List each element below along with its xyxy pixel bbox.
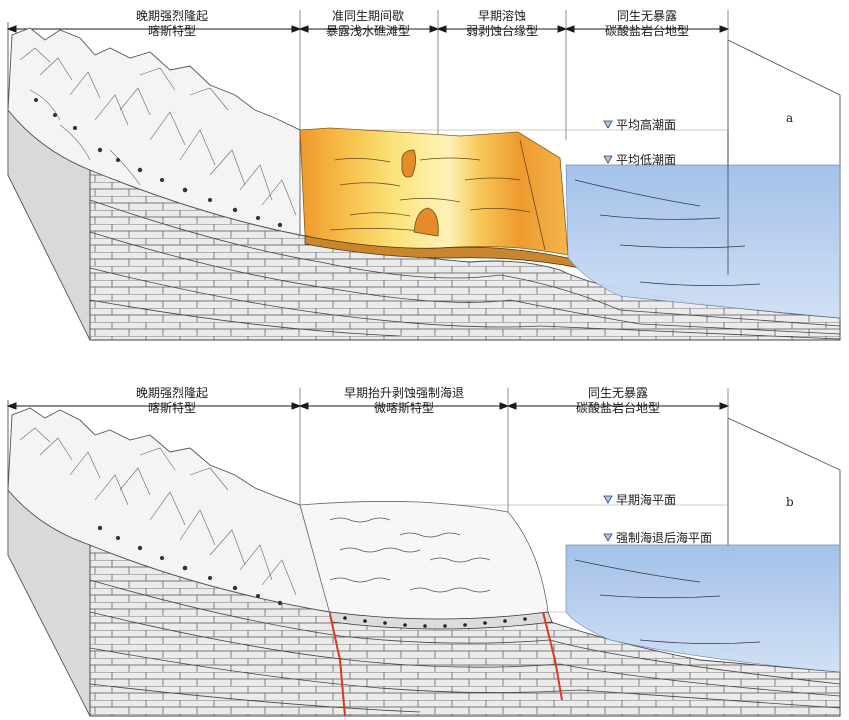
zone-b2-line1: 早期抬升剥蚀强制海退 — [344, 385, 464, 400]
bedding-lines-b — [89, 579, 841, 713]
micro-karst-dots-b — [343, 616, 527, 628]
zone-b3-line2: 碳酸盐岩台地型 — [576, 400, 660, 415]
zone-dividers-b — [299, 388, 729, 515]
zone-dividers-a — [299, 10, 729, 140]
water-lines-a — [574, 130, 761, 286]
zone-dimension-line-a — [6, 25, 730, 33]
zone-labels-b: 晚期强烈隆起 喀斯特型 早期抬升剥蚀强制海退 微喀斯特型 同生无暴露 碳酸盐岩台… — [136, 385, 660, 415]
zone-b1-line1: 晚期强烈隆起 — [136, 385, 208, 400]
zone-a3-line1: 早期溶蚀 — [478, 8, 526, 23]
karst-uplift-a — [7, 27, 301, 236]
level-label-forced-regression: 强制海退后海平面 — [616, 530, 712, 545]
level-triangle-icon — [603, 533, 613, 542]
zone-a3-line2: 弱剥蚀台缘型 — [466, 23, 538, 38]
sea-water-b — [565, 544, 841, 673]
zone-a4-line1: 同生无暴露 — [617, 9, 677, 23]
zone-a1-line1: 晚期强烈隆起 — [136, 8, 208, 23]
water-lines-b — [574, 559, 761, 644]
panel-label-b: b — [786, 495, 794, 509]
zone-a1-line2: 喀斯特型 — [148, 23, 196, 38]
karst-caves-a — [34, 98, 283, 228]
bedding-lines-a — [89, 199, 841, 340]
platform-waves-b — [329, 517, 491, 593]
reef-vug-lower-a — [413, 207, 439, 237]
zone-b3-line1: 同生无暴露 — [588, 386, 648, 400]
zone-a2-line1: 准同生期间歇 — [332, 9, 404, 23]
eroded-platform-b — [299, 501, 549, 621]
level-triangle-icon — [603, 120, 613, 129]
panel-label-a: a — [786, 111, 793, 125]
zone-dimension-line-b — [6, 402, 730, 410]
level-label-high-tide: 平均高潮面 — [616, 117, 676, 132]
zone-labels-a: 晚期强烈隆起 喀斯特型 准同生期间歇 暴露浅水礁滩型 早期溶蚀 弱剥蚀台缘型 同… — [136, 8, 689, 38]
reef-shoal-body-a — [299, 127, 569, 256]
level-label-low-tide: 平均低潮面 — [616, 152, 676, 167]
panel-b: 晚期强烈隆起 喀斯特型 早期抬升剥蚀强制海退 微喀斯特型 同生无暴露 碳酸盐岩台… — [6, 385, 841, 717]
zone-b1-line2: 喀斯特型 — [148, 400, 196, 415]
karst-uplift-b — [7, 407, 331, 613]
karst-hachures-a — [19, 47, 297, 216]
karst-caves-b — [97, 525, 283, 606]
zone-b2-line2: 微喀斯特型 — [374, 400, 434, 415]
karst-hachures-b — [19, 427, 297, 596]
fault-lines-b — [329, 611, 563, 717]
water-levels-a: 平均高潮面 平均低潮面 — [603, 117, 676, 167]
level-triangle-icon — [603, 495, 613, 504]
water-levels-b: 早期海平面 强制海退后海平面 — [603, 492, 712, 545]
level-label-early-sea: 早期海平面 — [616, 492, 676, 507]
level-triangle-icon — [603, 155, 613, 164]
zone-a2-line2: 暴露浅水礁滩型 — [326, 23, 410, 38]
sea-water-a — [565, 164, 841, 319]
panel-a: 晚期强烈隆起 喀斯特型 准同生期间歇 暴露浅水礁滩型 早期溶蚀 弱剥蚀台缘型 同… — [6, 8, 841, 341]
reef-vug-upper-a — [401, 149, 416, 178]
zone-a4-line2: 碳酸盐岩台地型 — [605, 23, 689, 38]
